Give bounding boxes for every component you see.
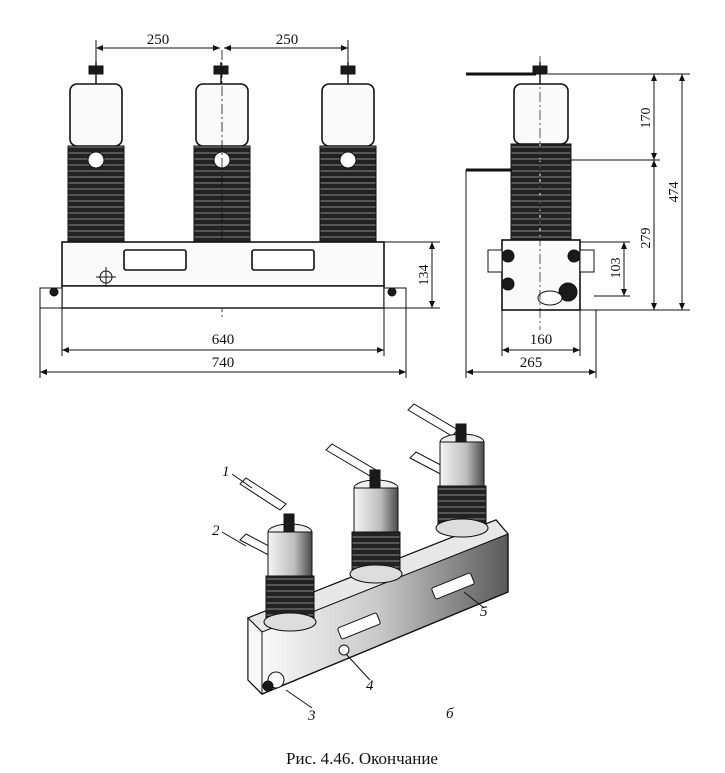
dim-base-width: 160	[530, 332, 553, 348]
front-frame	[61, 241, 385, 287]
callout-2: 2	[212, 523, 220, 539]
callout-5: 5	[480, 604, 488, 620]
dim-frame-height: 134	[417, 265, 432, 286]
iso-pole-3	[407, 403, 489, 538]
isometric-view: 1 2 3 4 5 б	[212, 403, 509, 724]
dim-mid-height: 279	[639, 228, 654, 249]
dim-overall-width: 740	[212, 355, 235, 371]
dim-small-height: 103	[609, 258, 624, 279]
dim-pitch-left: 250	[147, 32, 170, 48]
figure-caption: Рис. 4.46. Окончание	[286, 749, 438, 768]
dim-overall-height: 474	[667, 182, 682, 203]
front-view: 250 250 134 640 740	[39, 32, 440, 378]
view-letter: б	[446, 706, 454, 722]
front-pole-3	[319, 62, 377, 243]
iso-pole-2	[325, 443, 403, 584]
dim-pitch-right: 250	[276, 32, 299, 48]
callout-1: 1	[222, 464, 230, 480]
callout-3: 3	[307, 708, 316, 724]
iso-pole-1	[239, 477, 317, 632]
callout-4: 4	[366, 678, 374, 694]
side-view: 170 474 279 103 160 265	[465, 56, 690, 378]
dim-total-depth: 265	[520, 355, 543, 371]
dim-top-height: 170	[639, 108, 654, 129]
front-pole-1	[67, 62, 125, 243]
dim-inner-width: 640	[212, 332, 235, 348]
